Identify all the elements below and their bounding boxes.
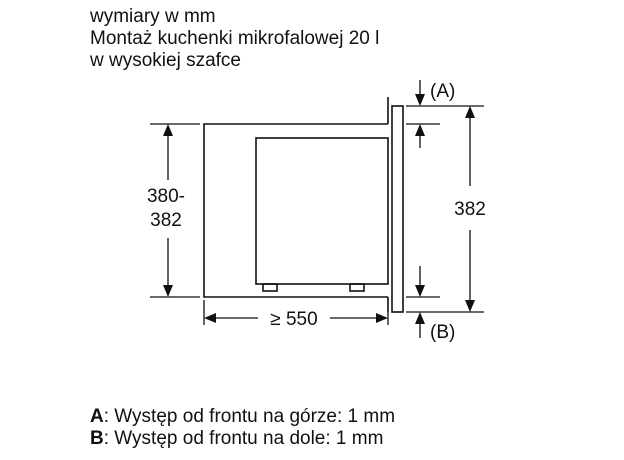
- diagram-subtitle: w wysokiej szafce: [90, 50, 241, 71]
- microwave-foot-front: [349, 283, 365, 292]
- front-height-arrow-bottom: [465, 300, 475, 312]
- offset-b-arrow-up: [415, 312, 425, 324]
- height-label-bottom: 382: [150, 210, 182, 231]
- offset-a-arrow-up: [415, 124, 425, 136]
- height-label-top: 380-: [147, 186, 185, 207]
- depth-label: ≥ 550: [270, 309, 317, 330]
- legend-key-b: B: [90, 428, 104, 449]
- depth-arrow-right: [376, 313, 388, 323]
- front-height-label: 382: [454, 199, 486, 220]
- offset-a-arrow-down: [415, 94, 425, 106]
- legend-text-a: : Występ od frontu na górze: 1 mm: [103, 406, 396, 427]
- height-arrow-bottom: [163, 285, 173, 297]
- units-note: wymiary w mm: [90, 6, 216, 27]
- marker-b-label: (B): [430, 322, 455, 343]
- diagram-title: Montaż kuchenki mikrofalowej 20 l: [90, 28, 380, 49]
- offset-b-arrow-down: [415, 285, 425, 297]
- height-arrow-top: [163, 124, 173, 136]
- front-height-arrow-top: [465, 106, 475, 118]
- niche-outline: [203, 123, 388, 298]
- depth-arrow-left: [204, 313, 216, 323]
- front-panel: [391, 105, 404, 313]
- microwave-body: [255, 137, 389, 285]
- microwave-foot-rear: [262, 283, 278, 292]
- title-block: wymiary w mm Montaż kuchenki mikrofalowe…: [90, 6, 379, 72]
- legend-key-a: A: [90, 406, 104, 427]
- legend-item-b: B: Występ od frontu na dole: 1 mm: [90, 428, 395, 450]
- legend-text-b: : Występ od frontu na dole: 1 mm: [103, 428, 384, 449]
- legend: A: Występ od frontu na górze: 1 mm B: Wy…: [90, 406, 395, 450]
- legend-item-a: A: Występ od frontu na górze: 1 mm: [90, 406, 395, 428]
- marker-a-label: (A): [430, 81, 455, 102]
